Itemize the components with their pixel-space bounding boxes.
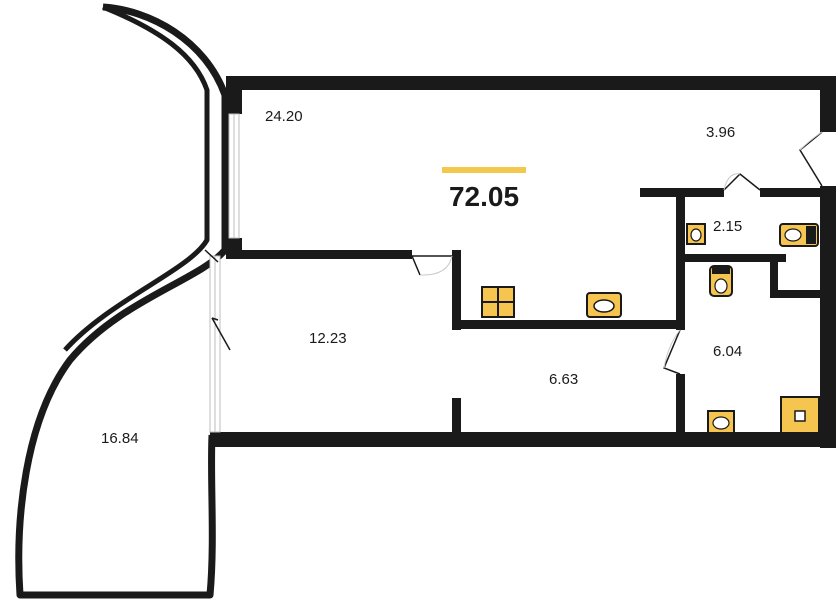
room-area-kitchen: 6.63	[549, 371, 578, 388]
room-area-living: 24.20	[265, 108, 303, 125]
wall-kitchen-left	[452, 250, 461, 330]
wc-sink-icon	[686, 223, 706, 245]
total-area: 72.05	[449, 181, 519, 212]
wall-right-upper	[820, 76, 836, 132]
stove-icon	[481, 286, 515, 318]
wall-bottom	[210, 432, 836, 447]
wall-kitchen-top	[452, 320, 684, 329]
wall-kitchen-partial	[452, 398, 461, 438]
wall-shaft-bottom	[770, 290, 822, 298]
shower-icon	[780, 396, 820, 434]
room-area-bathroom: 6.04	[713, 343, 742, 360]
room-area-terrace: 16.84	[101, 430, 139, 447]
wall-wc-bath	[676, 254, 786, 262]
bath-sink-icon	[707, 410, 735, 434]
room-area-wc: 2.15	[713, 218, 742, 235]
wall-left-top-stub	[226, 76, 242, 114]
door-bathroom	[663, 329, 681, 375]
bath-toilet-icon	[709, 265, 733, 297]
wall-top	[226, 76, 836, 90]
wall-hall-top-right	[760, 188, 822, 197]
terrace-outline	[15, 3, 229, 599]
room-area-hall: 3.96	[706, 124, 735, 141]
terrace-inner-edge	[63, 4, 210, 352]
wall-right-lower	[820, 186, 836, 448]
wall-living-bedroom	[226, 250, 412, 259]
door-wc	[723, 172, 761, 191]
wall-bath-left-lower	[676, 374, 685, 438]
room-area-bedroom: 12.23	[309, 330, 347, 347]
door-bedroom	[411, 255, 452, 276]
balcony-door	[211, 317, 231, 351]
wall-shaft	[770, 254, 778, 294]
kitchen-sink-icon	[586, 292, 622, 318]
wc-toilet-icon	[779, 223, 819, 247]
total-area-accent-bar	[442, 167, 526, 173]
